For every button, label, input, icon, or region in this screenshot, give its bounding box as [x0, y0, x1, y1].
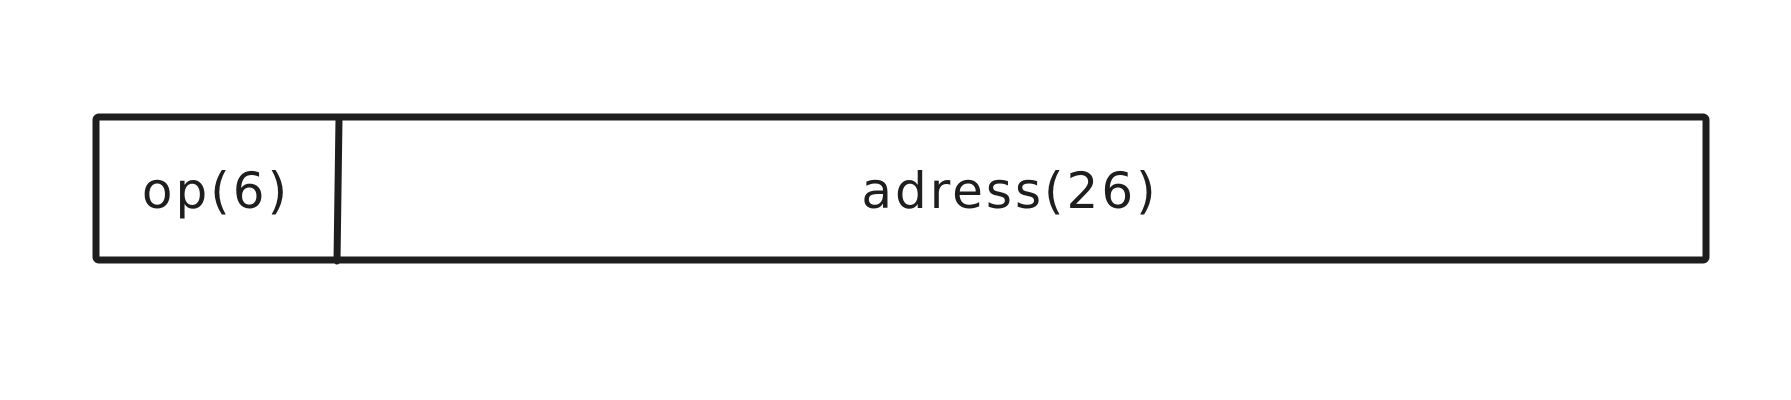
field-label-op: op(6)	[142, 162, 290, 220]
field-divider	[333, 114, 343, 265]
instruction-outline-box	[92, 113, 1710, 264]
field-label-address: adress(26)	[861, 162, 1158, 220]
